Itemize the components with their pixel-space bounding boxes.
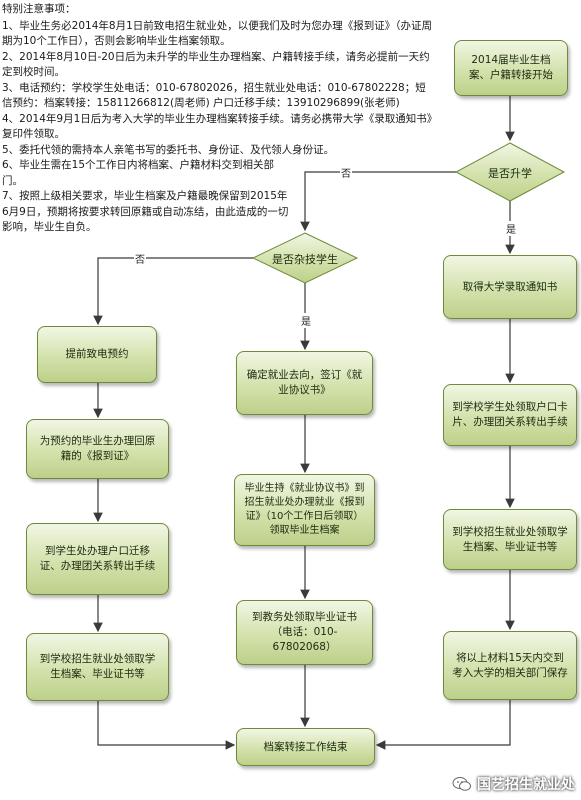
notes-title: 特别注意事项：: [2, 3, 76, 15]
wechat-icon: [452, 777, 471, 791]
left-step-collect-archive: 到学校招生就业处领取学生档案、毕业证书等: [26, 633, 169, 701]
left-step-report-certificate: 为预约的毕业生办理回原籍的《报到证》: [26, 419, 169, 479]
label-yes-acrobat: 是: [300, 313, 312, 328]
left-step-hukou-transfer: 到学生处办理户口迁移证、办理团关系转出手续: [26, 523, 169, 595]
note-item-6: 6、毕业生需在15个工作日内将档案、户籍材料交到相关部门。: [2, 159, 275, 187]
right-step-submit-university: 将以上材料15天内交到考入大学的相关部门保存: [443, 631, 577, 700]
mid-step-sign-agreement: 确定就业去向，签订《就业协议书》: [236, 351, 373, 415]
note-item-2: 2、2014年8月10日-20日后为未升学的毕业生办理档案、户籍转接手续，请务必…: [2, 50, 430, 79]
note-item-4: 4、2014年9月1日后为考入大学的毕业生办理档案转接手续。请务必携带大学《录取…: [2, 112, 433, 141]
notes-panel: 特别注意事项： 1、毕业生务必2014年8月1日前致电招生就业处，以便我们及时为…: [2, 2, 432, 236]
watermark: 国艺招生就业处: [452, 774, 575, 794]
decision-type-label: 是否杂技学生: [272, 253, 338, 266]
label-no-acrobat: 否: [134, 251, 146, 266]
right-step-admission-notice: 取得大学录取通知书: [443, 255, 577, 319]
end-box: 档案转接工作结束: [236, 728, 375, 766]
label-no-further: 否: [340, 165, 352, 180]
start-box: 2014届毕业生档案、户籍转接开始: [454, 40, 568, 96]
note-item-7: 7、按照上级相关要求，毕业生档案及户籍最晚保留到2015年6月9日，预期将按要求…: [2, 190, 289, 233]
right-step-hukou-card: 到学校学生处领取户口卡片、办理团关系转出手续: [443, 384, 577, 446]
left-step-call-ahead: 提前致电预约: [37, 326, 157, 383]
watermark-text: 国艺招生就业处: [477, 777, 575, 793]
mid-step-employment-report: 毕业生持《就业协议书》到招生就业处办理就业《报到证》（10个工作日后领取）领取毕…: [234, 474, 375, 546]
label-yes-further: 是: [505, 221, 517, 236]
right-step-collect-archive: 到学校招生就业处领取学生档案、毕业证书等: [443, 509, 577, 570]
note-item-1: 1、毕业生务必2014年8月1日前致电招生就业处，以便我们及时为您办理《报到证》…: [2, 19, 433, 48]
note-item-5: 5、委托代领的需持本人亲笔书写的委托书、身份证、及代领人身份证。: [2, 143, 335, 156]
decision-further-label: 是否升学: [488, 167, 532, 180]
mid-step-diploma: 到教务处领取毕业证书（电话：010-67802068）: [236, 600, 373, 665]
note-item-3: 3、电话预约：学校学生处电话：010-67802026，招生就业处电话：010-…: [2, 81, 426, 110]
